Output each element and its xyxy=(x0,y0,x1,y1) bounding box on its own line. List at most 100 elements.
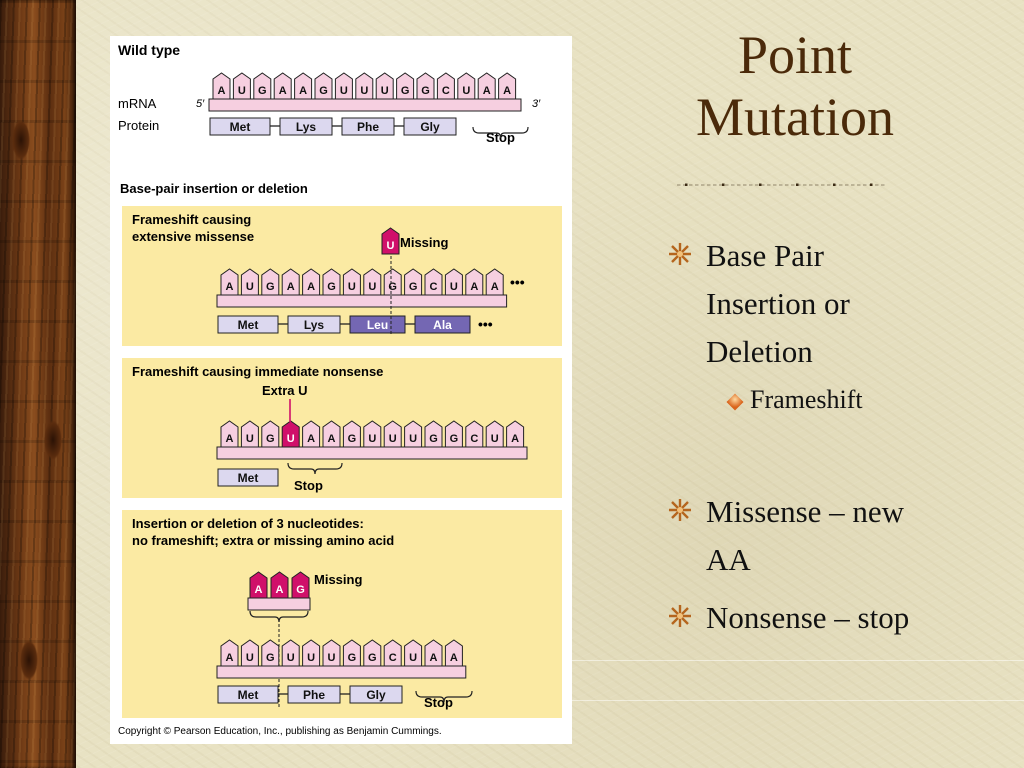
amino-acid-lys: Lys xyxy=(304,318,325,332)
amino-acid-gly: Gly xyxy=(366,688,386,702)
copyright-text: Copyright © Pearson Education, Inc., pub… xyxy=(118,726,442,737)
amino-acid-gly: Gly xyxy=(420,120,440,134)
mrna-strand xyxy=(216,665,467,679)
base-U-tab xyxy=(334,72,353,100)
faint-rule xyxy=(572,660,1024,661)
base-G: G xyxy=(409,281,418,293)
base-U: U xyxy=(389,433,397,445)
base-U-tab xyxy=(404,639,423,667)
amino-acid-leu: Leu xyxy=(367,318,388,332)
base-G-tab xyxy=(444,420,463,448)
base-U-tab xyxy=(485,420,504,448)
base-A-tab xyxy=(465,268,484,296)
base-C-tab xyxy=(383,639,402,667)
base-A: A xyxy=(299,85,307,97)
divider-dot xyxy=(833,183,836,186)
base-G-tab xyxy=(261,420,280,448)
base-G-tab xyxy=(253,72,272,100)
base-U: U xyxy=(348,281,356,293)
panel1-title-line1: Frameshift causing xyxy=(132,212,251,227)
base-G: G xyxy=(319,85,328,97)
base-C-tab xyxy=(424,268,443,296)
base-A-tab xyxy=(220,639,239,667)
base-A: A xyxy=(226,652,234,664)
base-G-tab xyxy=(363,639,382,667)
base-U-tab xyxy=(444,268,463,296)
wood-border xyxy=(0,0,76,768)
panel3-stop-label: Stop xyxy=(424,695,453,710)
title-divider xyxy=(677,183,887,186)
base-U-tab xyxy=(457,72,476,100)
base-A-tab xyxy=(220,268,239,296)
bullet2-line1: Missense – new xyxy=(706,494,905,529)
wood-knot xyxy=(12,120,30,160)
base-U: U xyxy=(287,433,295,445)
base-A: A xyxy=(450,652,458,664)
amino-acid-met: Met xyxy=(230,120,251,134)
mrna-label: mRNA xyxy=(118,96,157,111)
bullet-star-icon xyxy=(669,243,691,265)
base-A: A xyxy=(430,652,438,664)
base-G: G xyxy=(266,652,275,664)
base-G-tab xyxy=(342,639,361,667)
base-A: A xyxy=(307,433,315,445)
base-U: U xyxy=(368,281,376,293)
base-U: U xyxy=(238,85,246,97)
bullet1-line2: Insertion or xyxy=(706,286,850,321)
divider-dot xyxy=(759,183,762,186)
base-U-tab xyxy=(342,268,361,296)
panel2-stop-label: Stop xyxy=(294,478,323,493)
base-A: A xyxy=(470,281,478,293)
wood-knot xyxy=(20,640,38,680)
bullet1-line1: Base Pair xyxy=(706,238,824,273)
base-U-tab xyxy=(232,72,251,100)
base-G-tab xyxy=(383,268,402,296)
base-A: A xyxy=(491,281,499,293)
base-A-tab xyxy=(220,420,239,448)
base-C: C xyxy=(470,433,478,445)
base-U-tab xyxy=(355,72,374,100)
base-C-tab xyxy=(436,72,455,100)
base-U: U xyxy=(287,652,295,664)
wild-type-heading: Wild type xyxy=(118,42,180,58)
base-A: A xyxy=(483,85,491,97)
base-U: U xyxy=(340,85,348,97)
base-U: U xyxy=(409,652,417,664)
mrna-strand xyxy=(216,294,508,308)
base-G: G xyxy=(266,433,275,445)
five-prime-label: 5′ xyxy=(196,98,205,110)
base-U: U xyxy=(450,281,458,293)
base-U: U xyxy=(462,85,470,97)
base-C: C xyxy=(389,652,397,664)
mrna-strand xyxy=(208,98,522,112)
base-A: A xyxy=(226,281,234,293)
base-U: U xyxy=(381,85,389,97)
panel1-mrna-ellipsis: ••• xyxy=(510,274,525,290)
panel2-title: Frameshift causing immediate nonsense xyxy=(132,364,383,379)
base-C: C xyxy=(442,85,450,97)
base-G: G xyxy=(450,433,459,445)
base-G-tab xyxy=(261,268,280,296)
base-U-tab xyxy=(281,420,300,448)
slide-title: Point Mutation xyxy=(640,24,950,148)
panel3-missing-strand xyxy=(247,597,311,611)
base-U-tab xyxy=(281,639,300,667)
base-A-tab xyxy=(498,72,517,100)
amino-acid-lys: Lys xyxy=(296,120,317,134)
amino-acid-phe: Phe xyxy=(303,688,325,702)
base-G: G xyxy=(258,85,267,97)
base-A: A xyxy=(511,433,519,445)
divider-dot xyxy=(722,183,725,186)
divider-dot xyxy=(796,183,799,186)
divider-dot xyxy=(685,183,688,186)
base-U: U xyxy=(328,652,336,664)
base-G: G xyxy=(429,433,438,445)
base-A: A xyxy=(307,281,315,293)
panel3-title-line2: no frameshift; extra or missing amino ac… xyxy=(132,533,394,548)
wild-type-stop-brace xyxy=(472,126,529,139)
base-A: A xyxy=(279,85,287,97)
panel3-missing-base-G: G xyxy=(296,584,305,596)
panel2-stop-brace xyxy=(287,462,343,475)
panel3-stop-brace xyxy=(415,690,473,703)
base-G-tab xyxy=(404,268,423,296)
